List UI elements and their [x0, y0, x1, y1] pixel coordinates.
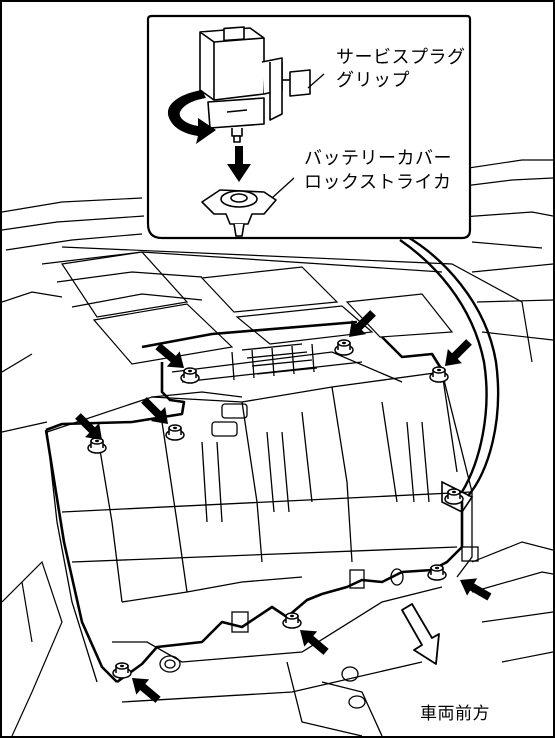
- striker-label-line1: バッテリーカバー: [304, 148, 452, 169]
- bolt-icon: [112, 662, 132, 679]
- arrow-icon: [455, 571, 495, 606]
- service-plug-label-line1: サービスプラグ: [336, 47, 466, 68]
- service-plug-cable: [399, 234, 500, 514]
- gasket-outline: [44, 320, 464, 684]
- vehicle-body: [2, 159, 553, 736]
- bolt-icon: [87, 437, 107, 454]
- bolt-icon: [429, 366, 449, 383]
- direction-arrow-icon: [401, 603, 440, 665]
- bolt-icon: [444, 488, 464, 505]
- vehicle-front-label: 車両前方: [420, 704, 490, 724]
- bolt-icon: [282, 612, 302, 629]
- rotate-arrow-icon: [167, 90, 216, 144]
- lock-striker: [201, 189, 277, 237]
- leader-lines: [271, 73, 325, 199]
- bolt-icon: [334, 339, 354, 356]
- battery-cover-body: [46, 343, 473, 683]
- bolts: [87, 339, 464, 679]
- bolt-icon: [180, 367, 200, 384]
- service-plug-label-line2: グリップ: [336, 70, 410, 91]
- bolt-icon: [165, 424, 185, 441]
- service-plug: [199, 26, 311, 143]
- bolt-icon: [427, 564, 447, 581]
- arrow-icon: [293, 622, 333, 660]
- striker-label-line2: ロックストライカ: [304, 172, 452, 193]
- cover-panels: [60, 251, 454, 365]
- down-arrow-icon: [227, 146, 251, 182]
